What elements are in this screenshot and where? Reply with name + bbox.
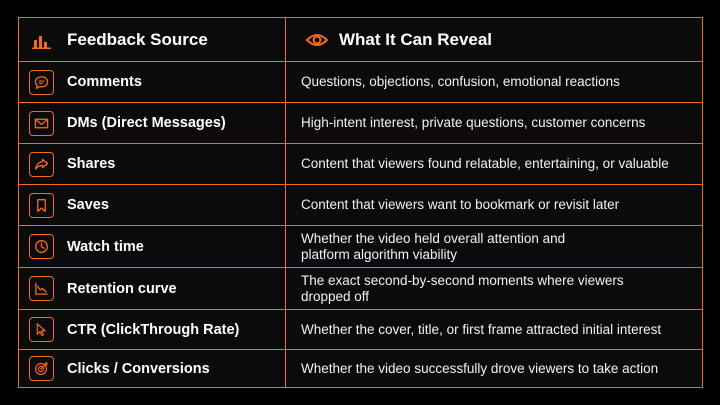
reveal-text: High-intent interest, private questions,… [301,115,646,130]
source-cell: Retention curve [19,268,286,309]
source-label: Retention curve [67,280,177,297]
reveal-cell: The exact second-by-second moments where… [286,268,702,309]
envelope-icon [29,110,54,136]
reveal-cell: Whether the video held overall attention… [286,226,702,267]
header-left-cell: Feedback Source [19,18,286,61]
reveal-cell: Whether the cover, title, or first frame… [286,310,702,349]
table-header: Feedback Source What It Can Reveal [19,18,702,61]
reveal-text: Whether the video successfully drove vie… [301,360,659,376]
source-cell: Clicks / Conversions [19,350,286,387]
table-row: Watch time Whether the video held overal… [19,225,702,267]
source-label: Comments [67,74,142,90]
reveal-text: Content that viewers want to bookmark or… [301,197,620,212]
table-row: CTR (ClickThrough Rate) Whether the cove… [19,309,702,349]
source-label: Clicks / Conversions [67,360,210,377]
source-cell: Saves [19,185,286,225]
target-icon [29,356,54,381]
source-label: Shares [67,156,116,172]
source-cell: DMs (Direct Messages) [19,103,286,143]
reveal-cell: Questions, objections, confusion, emotio… [286,62,702,102]
reveal-cell: Content that viewers want to bookmark or… [286,185,702,225]
source-cell: Watch time [19,226,286,267]
source-label: Watch time [67,238,144,255]
source-cell: Comments [19,62,286,102]
table-row: Comments Questions, objections, confusio… [19,61,702,102]
source-cell: Shares [19,144,286,184]
table-row: DMs (Direct Messages) High-intent intere… [19,102,702,143]
source-label: Saves [67,197,109,213]
reveal-text: Whether the video held overall attention… [301,230,566,262]
bar-chart-icon [29,27,54,52]
line-chart-icon [29,276,54,301]
header-feedback-source: Feedback Source [67,29,208,49]
bookmark-icon [29,192,54,218]
eye-icon [304,27,329,52]
table-row: Saves Content that viewers want to bookm… [19,184,702,225]
clock-icon [29,234,54,259]
table-row: Shares Content that viewers found relata… [19,143,702,184]
reveal-text: Whether the cover, title, or first frame… [301,321,662,337]
source-label: CTR (ClickThrough Rate) [67,321,240,338]
reveal-text: Questions, objections, confusion, emotio… [301,74,620,89]
reveal-cell: High-intent interest, private questions,… [286,103,702,143]
chat-bubble-icon [29,69,54,95]
reveal-text: Content that viewers found relatable, en… [301,156,669,171]
share-arrow-icon [29,151,54,177]
feedback-table: Feedback Source What It Can Reveal Comme… [18,17,703,388]
table-row: Clicks / Conversions Whether the video s… [19,349,702,387]
reveal-text: The exact second-by-second moments where… [301,272,624,304]
header-right-cell: What It Can Reveal [286,18,702,61]
table-row: Retention curve The exact second-by-seco… [19,267,702,309]
header-what-it-can-reveal: What It Can Reveal [339,29,493,49]
reveal-cell: Content that viewers found relatable, en… [286,144,702,184]
source-cell: CTR (ClickThrough Rate) [19,310,286,349]
cursor-icon [29,317,54,342]
reveal-cell: Whether the video successfully drove vie… [286,350,702,387]
source-label: DMs (Direct Messages) [67,115,226,131]
